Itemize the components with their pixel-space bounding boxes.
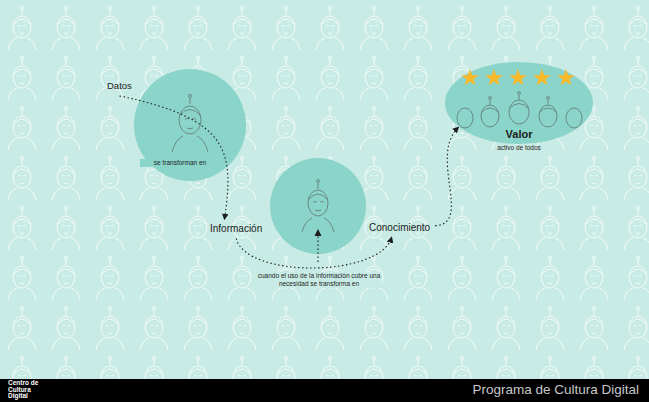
- footer-bar: Centro de Cultura Digital Programa de Cul…: [0, 379, 649, 402]
- node-title: Conocimiento: [369, 222, 430, 234]
- star: [509, 69, 526, 85]
- face-pattern-background: [0, 0, 649, 379]
- node-title: Información: [210, 223, 262, 235]
- program-title: Programa de Cultura Digital: [472, 382, 639, 398]
- dotted-connector: [435, 127, 458, 225]
- node-title: Datos: [107, 81, 132, 92]
- concept-node: Información: [207, 221, 265, 237]
- node-subtitle: activo de todos: [444, 144, 594, 151]
- star: [533, 69, 550, 85]
- logo-text: Centro de Cultura Digital: [8, 380, 48, 400]
- edge-label: cuando el uso de la información cubre un…: [256, 272, 382, 288]
- dotted-connector: [119, 96, 228, 219]
- concept-node: Conocimiento: [366, 220, 433, 236]
- node-title: Valor: [444, 128, 594, 141]
- star: [461, 69, 478, 85]
- star: [485, 69, 502, 85]
- stars-and-faces: [0, 0, 649, 379]
- concept-node: Datos: [104, 79, 135, 94]
- star: [557, 69, 574, 85]
- dotted-connector: [236, 238, 391, 269]
- edge-label: se transforman en: [140, 159, 220, 167]
